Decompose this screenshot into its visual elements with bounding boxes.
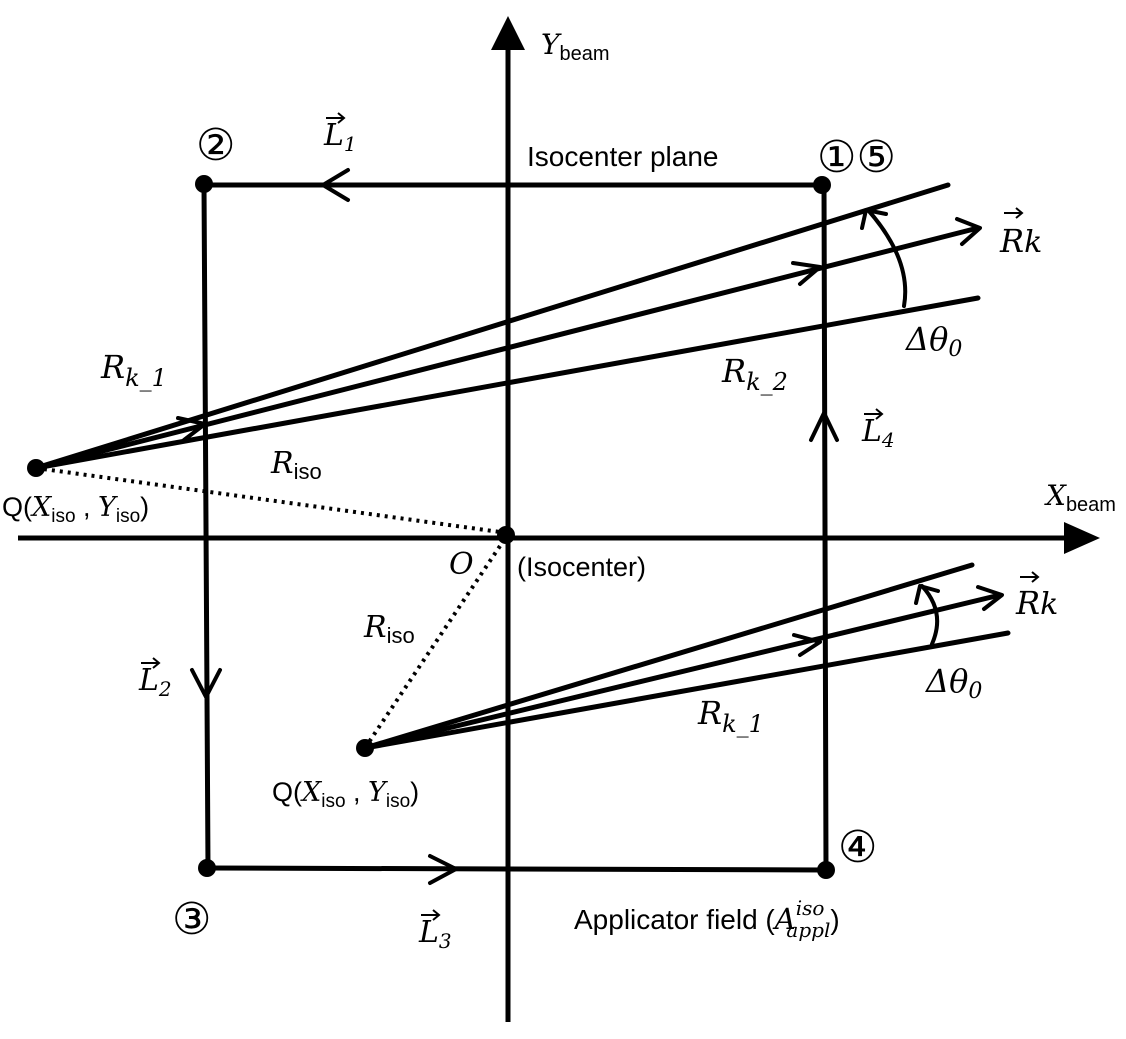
x-axis-label: Xbeam (1044, 479, 1116, 516)
vector-label-L3: L3 (418, 909, 452, 953)
y-axis-label: Ybeam (541, 28, 610, 65)
isocenter-point (497, 526, 515, 544)
corner-label-2: ② (196, 121, 235, 170)
svg-text:L3: L3 (418, 915, 452, 953)
angle-arc-lower-arrowhead (914, 584, 940, 605)
edge-L1-direction-icon (321, 168, 350, 202)
ray-upper-mid-chevron (176, 416, 207, 442)
ray-label-rk1-lower: Rk_1 (697, 694, 764, 738)
origin-label: O (449, 547, 474, 582)
angle-label-upper: Δθ0 (904, 320, 962, 362)
svg-text:Rk: Rk (1015, 584, 1058, 622)
edge-L2-direction-icon (190, 668, 222, 699)
y-axis-arrowhead (491, 16, 525, 50)
angle-arc-upper-arrowhead (860, 208, 888, 230)
point-q-lower-label: Q(Xiso , Yiso) (272, 777, 419, 812)
vector-label-L1: L1 (323, 112, 357, 156)
svg-text:L1: L1 (323, 118, 357, 156)
edge-L4 (821, 182, 829, 873)
angle-label-lower: Δθ0 (924, 662, 982, 704)
svg-text:L4: L4 (861, 414, 895, 452)
angle-arc-upper (866, 208, 908, 308)
riso-upper-dotted (35, 466, 501, 534)
isocenter-plane-label: Isocenter plane (527, 141, 718, 172)
ray-lower-edge (362, 562, 975, 751)
corner-point-4 (817, 861, 835, 879)
ray-upper-field-chevron (791, 261, 822, 286)
ray-label-rk1-upper: Rk_1 (100, 348, 167, 392)
corner-point-1 (813, 176, 831, 194)
angle-arc-lower (920, 584, 940, 646)
corner-point-3 (198, 859, 216, 877)
edge-L3 (205, 865, 829, 873)
ray-lower-rk (362, 592, 1003, 751)
ray-upper-rk-arrowhead (955, 217, 982, 246)
edge-L2 (201, 182, 211, 871)
vector-label-rk-lower: Rk (1015, 571, 1058, 622)
ray-lower-rk-arrowhead (976, 585, 1004, 611)
vector-label-L4: L4 (861, 408, 895, 452)
ray-upper-lower-edge (33, 295, 981, 471)
vector-label-rk-upper: Rk (999, 207, 1042, 260)
corner-label-3: ③ (172, 895, 211, 944)
x-axis-arrowhead (1064, 522, 1100, 554)
ray-lower-lower-edge (362, 630, 1011, 751)
vector-label-L2: L2 (138, 657, 172, 701)
ray-lower-field-chevron (792, 633, 822, 657)
ray-label-rk2-upper: Rk_2 (721, 352, 788, 396)
point-q-upper-label: Q(Xiso , Yiso) (2, 492, 149, 527)
corner-label-1-5: ①⑤ (817, 133, 896, 182)
ray-label-riso-upper: Riso (270, 446, 322, 484)
edge-L3-direction-icon (428, 854, 458, 885)
riso-lower-dotted (363, 538, 506, 750)
edge-L4-direction-icon (809, 411, 839, 442)
ray-label-riso-lower: Riso (363, 610, 415, 648)
corner-point-2 (195, 175, 213, 193)
svg-text:L2: L2 (138, 663, 172, 701)
origin-caption: (Isocenter) (517, 552, 646, 582)
corner-label-4: ④ (838, 823, 877, 872)
svg-text:Rk: Rk (999, 222, 1042, 260)
